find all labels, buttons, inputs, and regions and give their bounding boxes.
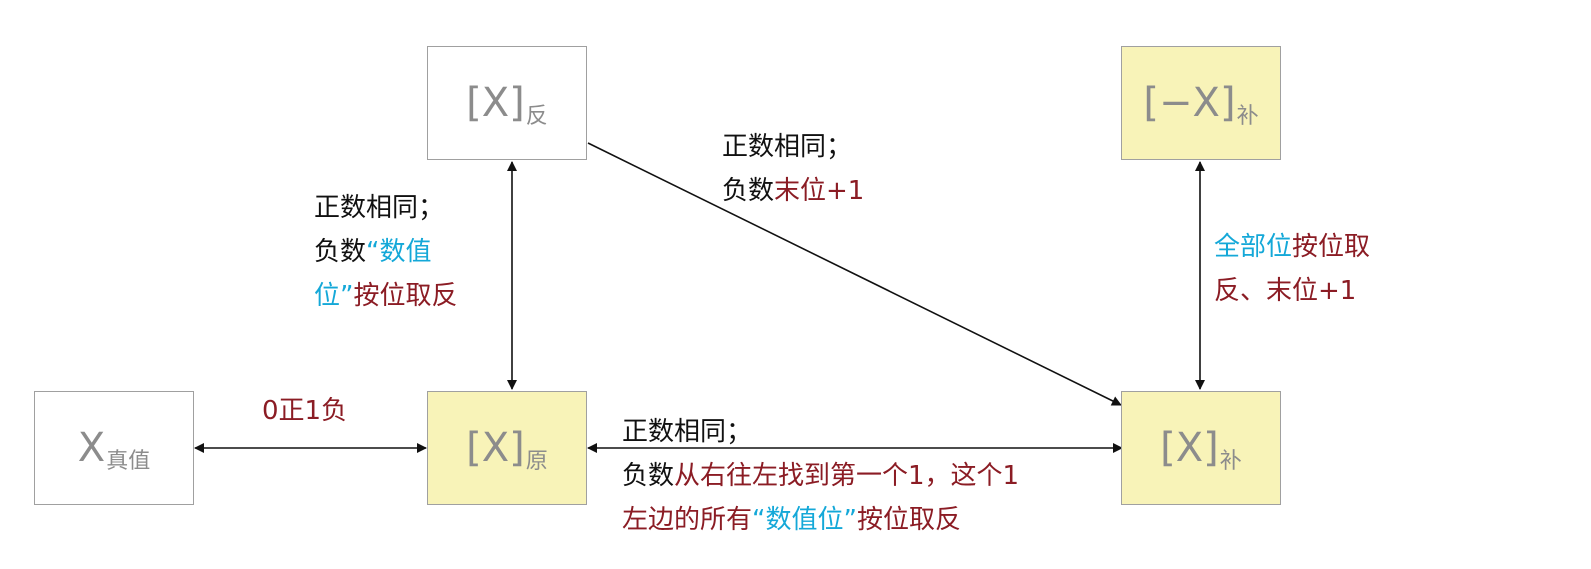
label-yuan-fan-line3: 位”按位取反: [314, 274, 458, 318]
node-neg-bu-sub: 补: [1236, 104, 1259, 129]
label-yuan-fan-line3-b: 按位取反: [353, 281, 458, 311]
label-yuan-bu-line3-b: “数值位”: [752, 505, 857, 535]
label-truth-yuan: 0正1负: [262, 396, 348, 426]
label-yuan-bu-line2-b: 从右往左找到第一个1，这个1: [674, 461, 1020, 491]
label-yuan-bu: 正数相同； 负数从右往左找到第一个1，这个1 左边的所有“数值位”按位取反: [622, 410, 1019, 542]
label-yuan-fan-line3-a: 位”: [314, 281, 354, 311]
node-yuan-main: [X]: [466, 425, 525, 471]
label-yuan-bu-line2-a: 负数: [622, 461, 675, 491]
arrow-fan-bu: [587, 142, 1122, 406]
label-yuan-fan-line2-b: “数值: [366, 237, 432, 267]
label-fan-bu-line2-a: 负数: [722, 176, 775, 206]
label-bu-negbu-line1: 全部位按位取: [1214, 225, 1370, 269]
node-yuan: [X]原: [427, 391, 587, 505]
node-bu-sub: 补: [1219, 449, 1242, 474]
label-fan-bu: 正数相同； 负数末位+1: [722, 125, 864, 213]
label-yuan-bu-line3: 左边的所有“数值位”按位取反: [622, 498, 1019, 542]
label-yuan-bu-line3-a: 左边的所有: [622, 505, 753, 535]
label-yuan-fan: 正数相同； 负数“数值 位”按位取反: [314, 186, 458, 318]
label-yuan-bu-line1: 正数相同；: [622, 417, 753, 447]
node-fan-sub: 反: [525, 104, 548, 129]
label-fan-bu-line2-b: 末位+1: [774, 176, 865, 206]
node-fan: [X]反: [427, 46, 587, 160]
node-neg-bu: [−X]补: [1121, 46, 1281, 160]
label-yuan-fan-line1: 正数相同；: [314, 193, 445, 223]
node-fan-main: [X]: [466, 80, 525, 126]
label-yuan-bu-line2: 负数从右往左找到第一个1，这个1: [622, 454, 1019, 498]
node-bu-main: [X]: [1160, 425, 1219, 471]
node-neg-bu-main: [−X]: [1143, 80, 1236, 126]
node-yuan-sub: 原: [525, 449, 548, 474]
label-bu-negbu: 全部位按位取 反、末位+1: [1214, 225, 1370, 313]
label-yuan-fan-line2: 负数“数值: [314, 230, 458, 274]
node-truth-sub: 真值: [106, 449, 151, 474]
label-yuan-bu-line3-c: 按位取反: [856, 505, 961, 535]
node-truth-main: X: [77, 425, 106, 471]
label-bu-negbu-line1-a: 全部位: [1214, 232, 1293, 262]
label-yuan-fan-line2-a: 负数: [314, 237, 367, 267]
label-fan-bu-line2: 负数末位+1: [722, 169, 864, 213]
label-bu-negbu-line2: 反、末位+1: [1214, 276, 1357, 306]
label-fan-bu-line1: 正数相同；: [722, 132, 853, 162]
node-bu: [X]补: [1121, 391, 1281, 505]
label-bu-negbu-line1-b: 按位取: [1292, 232, 1371, 262]
